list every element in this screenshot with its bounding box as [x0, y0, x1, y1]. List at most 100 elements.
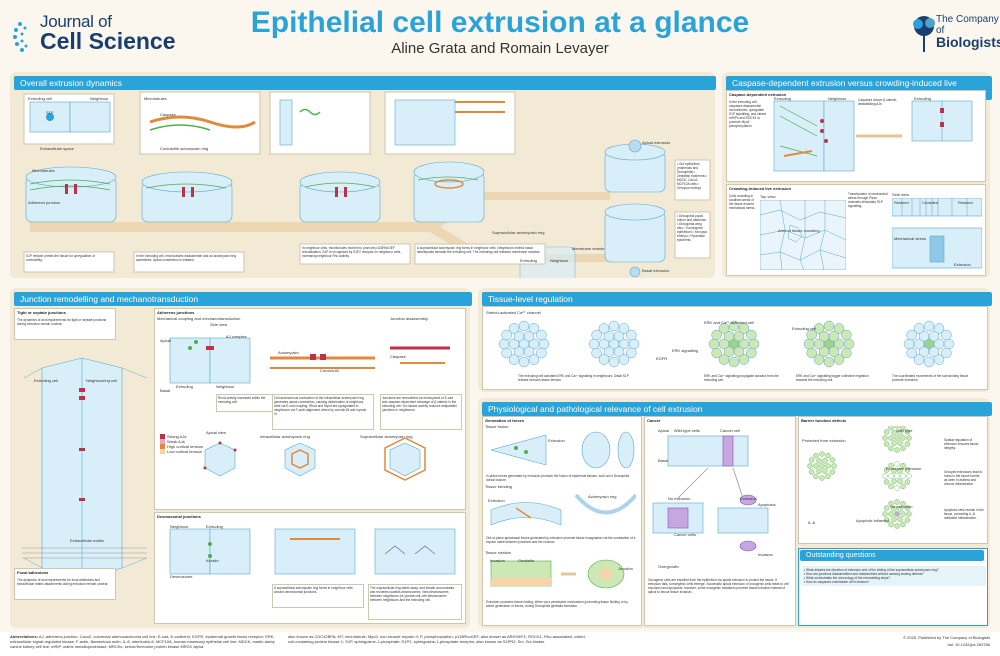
barrier-cell	[808, 469, 815, 475]
tissue-cell	[718, 323, 730, 334]
tissue-cell	[733, 330, 745, 342]
tissue-rotation-title: Tissue rotation	[485, 550, 512, 555]
desmo-label-extruding: Extruding	[206, 524, 223, 529]
tissue-cell	[841, 329, 852, 341]
tissue-cell	[603, 346, 615, 358]
barrier-cell	[883, 505, 890, 511]
journal-logo: Journal of Cell Science	[12, 10, 182, 60]
tissue-cell	[923, 320, 935, 332]
legend-low-tension: Low cortical tension	[160, 449, 203, 454]
tissue-cell	[711, 347, 722, 359]
footer-abbreviations-2: also known as CDC42BPA; MT, microtubule;…	[288, 634, 586, 644]
apical-view-diagram	[203, 438, 426, 481]
adherens-caption-2: Cell-autonomous contraction of the intra…	[274, 396, 367, 416]
outstanding-q1: • What dictates the direction of extrusi…	[804, 568, 939, 572]
barrier-cell	[883, 429, 890, 435]
tight-junction-title: Tight or septate junctions	[17, 310, 66, 315]
label-neighbour-2: Neighbour	[550, 258, 569, 263]
tissue-cell	[626, 347, 637, 359]
crowding-subtitle: Crowding-induced live extrusion	[729, 186, 792, 191]
tissue-cell	[928, 330, 940, 342]
tissue-cell	[923, 356, 935, 368]
label-membrane-vesicle: Membrane vesicle	[572, 246, 605, 251]
tissue-cell	[598, 323, 610, 334]
barrier-cell	[822, 468, 828, 474]
tissue-cell	[738, 323, 750, 334]
barrier-cell	[829, 457, 836, 463]
tissue-cell	[501, 347, 512, 359]
tissue-cell	[618, 354, 630, 365]
outstanding-list: • What dictates the direction of extrusi…	[802, 566, 986, 586]
label-intracellular-ring: Intracellular actomyosin ring	[260, 434, 310, 439]
barrier-cell	[882, 435, 888, 441]
tissue-cell	[738, 354, 750, 365]
tissue-cell	[833, 354, 845, 365]
barrier-cell	[831, 463, 837, 469]
barrier-cell	[822, 458, 828, 464]
barrier-cell	[891, 506, 897, 512]
barrier-cell	[894, 426, 900, 429]
tissue-label-egfr: EGFR	[656, 356, 668, 361]
legend-weak-aj: Weak AJs	[160, 439, 203, 444]
tissue-cell	[728, 356, 740, 368]
tissue-cell	[708, 338, 720, 350]
barrier-cell	[808, 457, 815, 463]
tissue-rotation-text: Extrusion promotes tissue folding, eithe…	[486, 600, 628, 608]
tissue-cell	[501, 329, 512, 341]
outstanding-title: Outstanding questions	[800, 550, 984, 561]
tissue-bending-title: Tissue bending	[485, 484, 512, 489]
barrier-cell	[882, 511, 888, 517]
barrier-cell	[900, 435, 906, 441]
cancer-label-extrusion: Extrusion	[740, 496, 757, 501]
cancer-label-basal: Basal	[658, 458, 669, 463]
legend-high-tension: High cortical tension	[160, 444, 203, 449]
barrier-cell	[813, 473, 819, 480]
crowding-relaxed-1: Relaxed	[894, 200, 909, 205]
desmosomal-title: Desmosomal junctions	[157, 514, 201, 519]
label-neighbour: Neighbour	[90, 96, 109, 101]
crowding-text-piezo: Translocation of mechanical stress throu…	[848, 192, 888, 208]
outstanding-q2: • How are junctions disassembled and rea…	[804, 572, 924, 576]
barrier-cell	[894, 511, 900, 517]
junction-3d-diagram	[22, 357, 148, 579]
barrier-cell	[888, 500, 894, 507]
barrier-cell	[883, 467, 890, 473]
footer-abbreviations: Abbreviations: AJ, adherens junction; Ca…	[10, 634, 280, 649]
publisher-tree-icon	[908, 12, 940, 59]
tissue-cell	[903, 338, 915, 350]
barrier-cell	[888, 426, 894, 431]
publisher-name-bottom: Biologists	[936, 34, 1000, 50]
barrier-cell	[825, 473, 831, 480]
tissue-cell	[841, 347, 852, 359]
caspase-subtitle: Caspase-dependent extrusion	[729, 92, 787, 97]
adherens-label-actomyosin: Actomyosin	[278, 350, 299, 355]
crowding-extrusion: Extrusion	[954, 262, 971, 267]
junction-legend: Strong AJs Weak AJs High cortical tensio…	[160, 434, 203, 454]
tissue-cell	[933, 323, 945, 334]
junction-label-extruding-cell: Extruding cell	[34, 378, 59, 383]
adherens-label-extruding: Extruding	[176, 384, 193, 389]
abbreviations-label: Abbreviations:	[10, 634, 39, 639]
page-title: Epithelial cell extrusion at a glance	[250, 6, 750, 39]
desmo-label-keratin: Keratin	[206, 558, 219, 563]
journal-name-bottom: Cell Science	[40, 28, 176, 54]
label-microtubules-2: Microtubules	[32, 168, 55, 173]
label-extruding: Extruding	[520, 258, 537, 263]
barrier-cell	[897, 430, 903, 436]
barrier-cell	[894, 461, 900, 467]
cancer-diagram	[652, 435, 769, 552]
tissue-cell	[803, 338, 815, 350]
barrier-cell	[904, 479, 911, 485]
tissue-cell	[813, 323, 825, 334]
barrier-cell	[888, 473, 894, 479]
crowding-crowded: Crowded	[922, 200, 939, 205]
tissue-cell	[528, 354, 540, 365]
tissue-bending-text: Out-of-plane apicobasal forces generated…	[486, 536, 636, 544]
barrier-cell	[819, 475, 825, 481]
caption-overall-2: In the extruding cell, microtubules disa…	[136, 254, 236, 262]
tissue-label-channel: Stretch-activated Ca²⁺ channel	[486, 310, 541, 315]
barrier-cell	[891, 478, 897, 484]
barrier-cell	[904, 441, 911, 447]
barrier-cell	[904, 429, 911, 435]
barrier-cell	[882, 473, 888, 479]
